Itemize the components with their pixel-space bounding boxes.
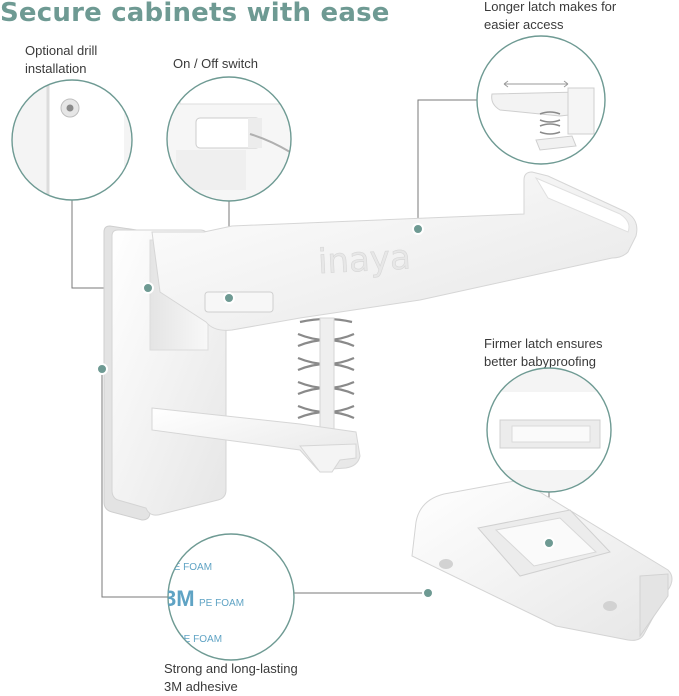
callout-firmer-latch: Firmer latch ensures better babyproofing xyxy=(484,335,602,371)
headline: Secure cabinets with ease xyxy=(0,0,390,28)
adhesive-pe-foam: PE FOAM xyxy=(177,634,223,645)
zoom-3m-adhesive xyxy=(167,533,295,661)
callout-firmer-line-1: Firmer latch ensures xyxy=(484,336,603,351)
cabinet-lock-main: inaya xyxy=(96,171,638,521)
zoom-on-off-switch xyxy=(166,76,292,202)
callout-drill-installation: Optional drill installation xyxy=(25,42,97,78)
callout-latch-line-2: easier access xyxy=(484,17,564,32)
strike-plate xyxy=(411,479,673,641)
callout-switch-line-1: On / Off switch xyxy=(173,56,259,71)
strike-screw-hole-right xyxy=(603,601,617,611)
leader-adhesive-left xyxy=(101,369,168,598)
dot-firmer xyxy=(543,537,555,549)
callout-drill-line-1: Optional drill xyxy=(25,43,98,58)
callout-firmer-line-2: better babyproofing xyxy=(484,354,597,369)
callout-adhesive-line-2: 3M adhesive xyxy=(164,679,238,694)
callout-on-off-switch: On / Off switch xyxy=(173,55,258,73)
adhesive-3m-logo: 3M xyxy=(168,622,173,647)
callout-drill-line-2: installation xyxy=(25,61,87,76)
brand-emboss: inaya xyxy=(317,237,412,282)
callout-longer-latch: Longer latch makes for easier access xyxy=(484,0,616,34)
callout-latch-line-1: Longer latch makes for xyxy=(484,0,617,14)
zoom-drill-installation xyxy=(11,79,133,201)
switch-nub xyxy=(204,291,274,313)
strike-front xyxy=(639,573,669,638)
release-tab xyxy=(299,443,357,473)
latch-arm-top xyxy=(534,176,630,233)
callout-adhesive-line-1: Strong and long-lasting xyxy=(164,661,298,676)
dot-drill xyxy=(142,282,154,294)
adhesive-pe-foam: PE FOAM xyxy=(168,562,213,573)
adhesive-pe-foam: PE FOAM xyxy=(199,598,245,609)
dot-plate xyxy=(96,363,108,375)
leader-latch xyxy=(417,99,478,229)
adhesive-print: 3M PE FOAM 3M PE FOAM 3M PE FOAM xyxy=(168,534,294,660)
adhesive-3m-logo: 3M xyxy=(168,586,195,611)
zoom-longer-latch xyxy=(476,35,606,165)
latch-arm xyxy=(151,171,638,331)
callout-3m-adhesive: Strong and long-lasting 3M adhesive xyxy=(164,660,298,696)
dot-strike xyxy=(422,587,434,599)
dot-switch xyxy=(223,292,235,304)
zoom-firmer-latch xyxy=(486,367,612,493)
dot-latch xyxy=(412,223,424,235)
strike-screw-hole-left xyxy=(439,559,453,569)
spring-post xyxy=(319,317,335,439)
